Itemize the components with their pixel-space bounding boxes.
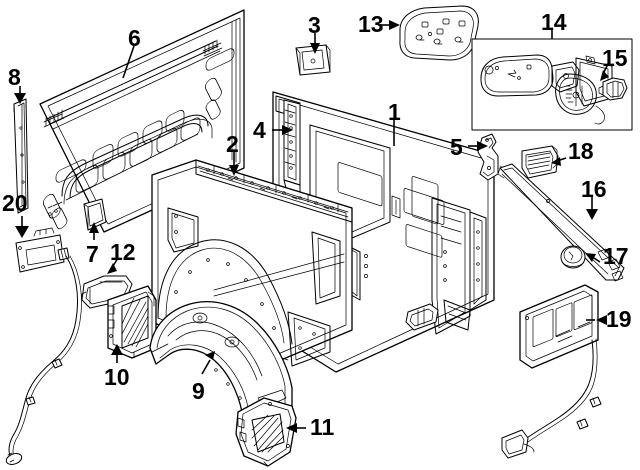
callout-8[interactable]: 8 (8, 64, 21, 90)
callout-7[interactable]: 7 (86, 241, 99, 267)
part-corner-pad (83, 198, 107, 231)
callout-6[interactable]: 6 (128, 25, 141, 51)
callout-15[interactable]: 15 (602, 45, 628, 71)
callout-20[interactable]: 20 (2, 190, 28, 216)
callout-11[interactable]: 11 (310, 414, 335, 440)
part-access-cover-plate (399, 5, 479, 61)
part-connector-block (521, 145, 559, 179)
callout-13[interactable]: 13 (358, 11, 384, 37)
callout-18[interactable]: 18 (568, 138, 594, 164)
part-upper-trim-rail (497, 163, 625, 282)
part-latch-clip (598, 77, 628, 101)
callout-5[interactable]: 5 (450, 134, 463, 160)
callout-19[interactable]: 19 (606, 306, 632, 332)
part-small-retainer-clip (405, 303, 439, 331)
callout-10[interactable]: 10 (104, 364, 130, 390)
callout-2[interactable]: 2 (226, 131, 239, 157)
part-round-grommet (560, 245, 586, 269)
callout-1[interactable]: 1 (388, 99, 401, 125)
callout-leaders (14, 20, 609, 433)
part-rear-corner-bracket (235, 397, 297, 467)
callout-12[interactable]: 12 (110, 239, 136, 265)
part-small-bracket (295, 44, 331, 76)
callout-3[interactable]: 3 (308, 12, 321, 38)
callout-14[interactable]: 14 (541, 9, 567, 35)
callout-16[interactable]: 16 (581, 176, 607, 202)
part-license-lamp-bezel (501, 284, 602, 459)
part-lamp-wire-harness (5, 227, 82, 465)
part-side-weatherstrip (13, 98, 29, 214)
callout-17[interactable]: 17 (603, 243, 629, 269)
callout-9[interactable]: 9 (192, 378, 205, 404)
callout-4[interactable]: 4 (253, 117, 266, 143)
